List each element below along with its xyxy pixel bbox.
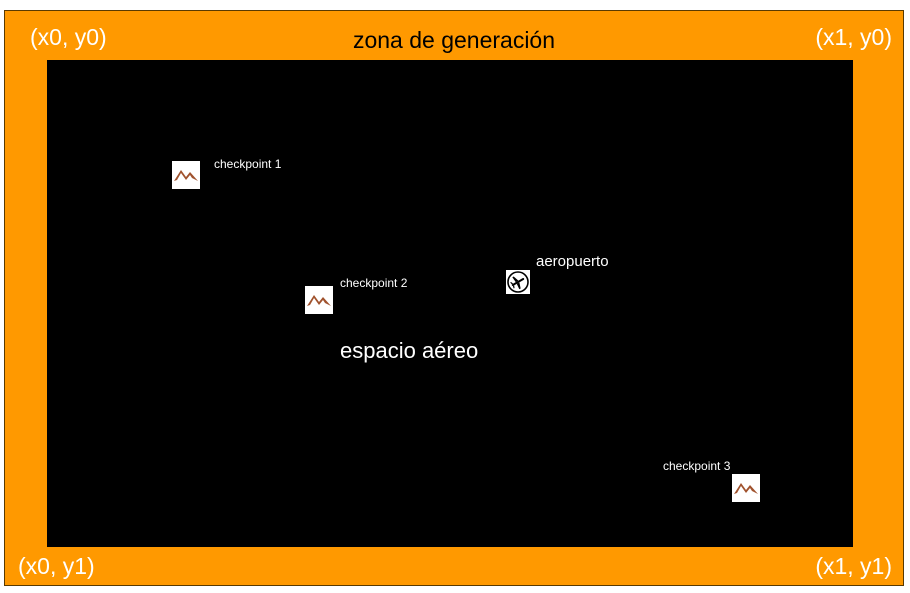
mountain-icon xyxy=(732,474,760,502)
mountain-icon xyxy=(305,286,333,314)
checkpoint-3-label: checkpoint 3 xyxy=(663,459,731,473)
mountain-icon xyxy=(172,161,200,189)
corner-label-bottom-right: (x1, y1) xyxy=(815,553,892,579)
airplane-icon xyxy=(506,270,530,294)
corner-label-top-left: (x0, y0) xyxy=(30,24,107,50)
airspace-label: espacio aéreo xyxy=(340,338,479,363)
checkpoint-2-label: checkpoint 2 xyxy=(340,276,408,290)
airport-label: aeropuerto xyxy=(536,253,609,270)
checkpoint-1-label: checkpoint 1 xyxy=(214,157,282,171)
airspace-area: checkpoint 1 checkpoint 2 checkpoint 3 xyxy=(47,60,853,547)
corner-label-bottom-left: (x0, y1) xyxy=(18,553,95,579)
generation-zone: zona de generación (x0, y0) (x1, y0) (x0… xyxy=(4,10,904,586)
corner-label-top-right: (x1, y0) xyxy=(815,24,892,50)
generation-zone-title: zona de generación xyxy=(352,27,556,53)
